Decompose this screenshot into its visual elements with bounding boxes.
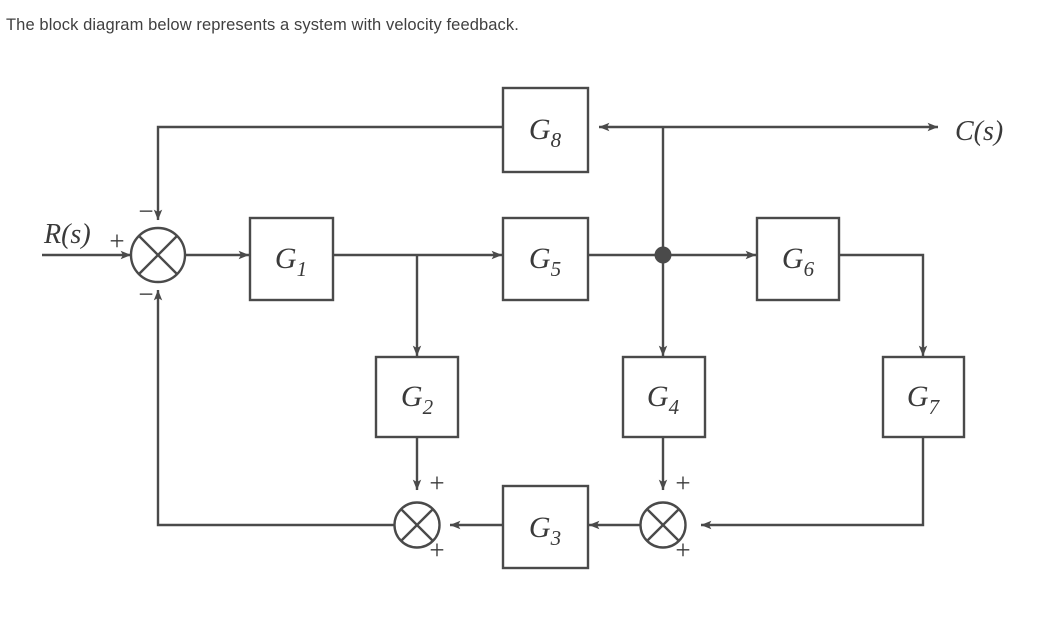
sign-sum-right-right: + bbox=[675, 535, 690, 565]
sign-sum-input-bottom: − bbox=[138, 279, 153, 309]
sign-sum-left-top: + bbox=[429, 468, 444, 498]
wire-g7-to-sum-right bbox=[700, 437, 925, 530]
block-g5 bbox=[501, 216, 590, 302]
block-label-g5: G5 bbox=[529, 242, 561, 281]
block-g1 bbox=[248, 216, 335, 302]
block-g6 bbox=[755, 216, 841, 302]
wire-sum-left-feedback bbox=[153, 289, 395, 527]
block-g3 bbox=[501, 484, 590, 570]
block-g7 bbox=[881, 355, 966, 439]
block-label-g7: G7 bbox=[907, 380, 941, 419]
signal-label-input: R(s) bbox=[43, 219, 91, 250]
summing-junction-input bbox=[129, 226, 187, 284]
summing-junction-left bbox=[393, 501, 441, 549]
signal-label-output: C(s) bbox=[955, 116, 1003, 147]
block-label-g2: G2 bbox=[401, 380, 434, 419]
block-g2 bbox=[374, 355, 460, 439]
block-g4 bbox=[621, 355, 707, 439]
block-label-g4: G4 bbox=[647, 380, 680, 419]
block-g8 bbox=[501, 86, 590, 174]
sign-sum-input-top: − bbox=[138, 196, 153, 226]
block-label-g1: G1 bbox=[275, 242, 307, 281]
sign-sum-right-top: + bbox=[675, 468, 690, 498]
block-label-g8: G8 bbox=[529, 113, 562, 152]
sign-sum-input-left: + bbox=[109, 226, 124, 256]
summing-junction-right bbox=[639, 501, 687, 549]
block-label-g3: G3 bbox=[529, 511, 561, 550]
branch-node-g5-output bbox=[654, 246, 672, 264]
block-label-g6: G6 bbox=[782, 242, 815, 281]
prompt-text: The block diagram below represents a sys… bbox=[6, 16, 519, 34]
wire-g8-to-sum-input bbox=[153, 125, 503, 221]
sign-sum-left-right: + bbox=[429, 535, 444, 565]
wire-g6-to-g7 bbox=[838, 253, 928, 357]
